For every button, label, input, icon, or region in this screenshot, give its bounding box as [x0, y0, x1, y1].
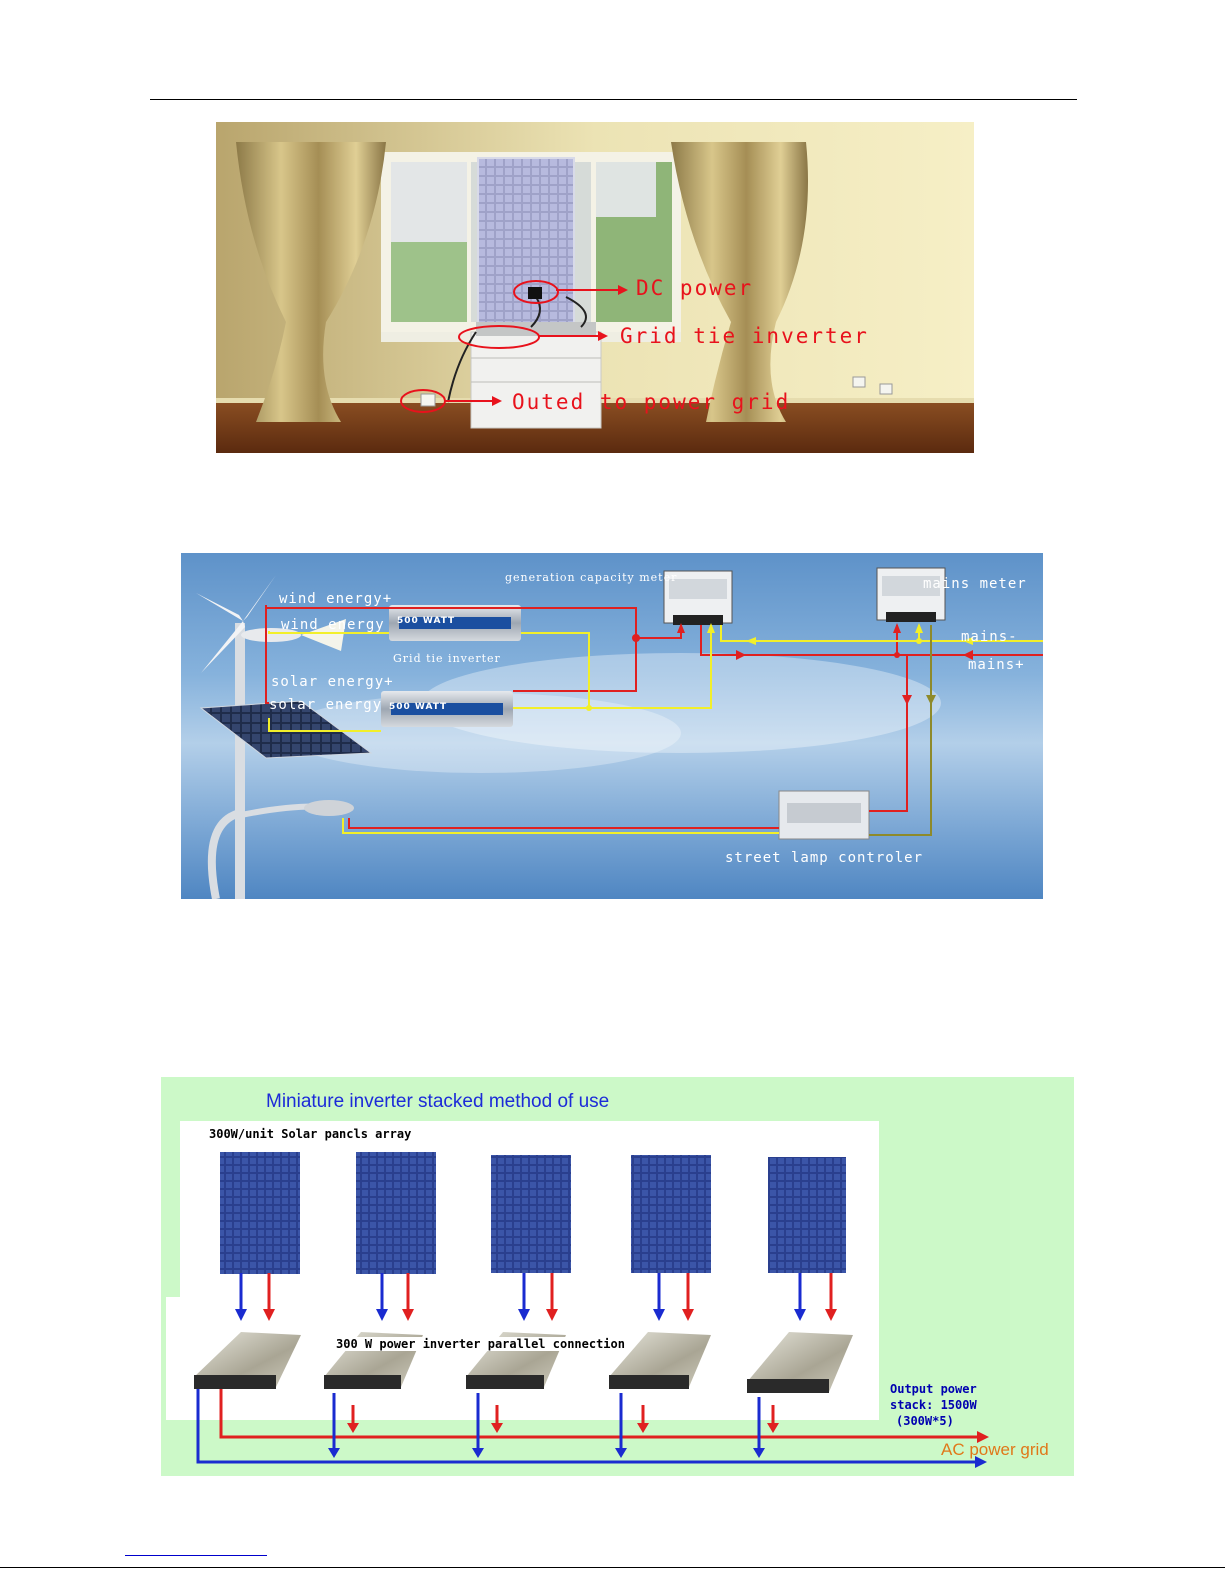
label-wind-energy-plus: wind energy+ — [279, 591, 393, 607]
footer-rule — [0, 1567, 1225, 1568]
wind-solar-street-lamp-diagram: 500 WATT 500 WATT generation capacity me… — [181, 553, 1043, 899]
label-mains-minus: mains- — [961, 629, 1018, 645]
label-dc-power: DC power — [636, 276, 754, 300]
label-grid-tie-inverter: Grid tie inverter — [620, 324, 869, 348]
wiring-diagram — [196, 567, 1043, 899]
label-solar-panels-array: 300W/unit Solar pancls array — [209, 1127, 412, 1141]
label-mains-plus: mains+ — [968, 657, 1025, 673]
label-output-stack: stack: 1500W — [890, 1398, 977, 1412]
label-parallel-connection: 300 W power inverter parallel connection — [333, 1337, 628, 1351]
label-solar-energy: solar energy — [269, 697, 383, 713]
label-wind-energy: wind energy — [281, 617, 385, 633]
figure3-title: Miniature inverter stacked method of use — [266, 1091, 610, 1112]
inverter-badge-top: 500 WATT — [397, 616, 456, 626]
label-output-formula: (300W*5) — [896, 1414, 954, 1428]
room-illustration — [216, 122, 974, 453]
label-outed-to-power-grid: Outed to power grid — [512, 390, 791, 414]
header-rule — [150, 99, 1077, 100]
label-ac-power-grid: AC power grid — [941, 1440, 1049, 1459]
label-grid-tie-inverter-2: Grid tie inverter — [393, 652, 501, 665]
stacked-inverter-diagram: Miniature inverter stacked method of use… — [161, 1077, 1074, 1476]
inverter-badge-bottom: 500 WATT — [389, 702, 448, 712]
label-generation-capacity-meter: generation capacity meter — [505, 571, 678, 584]
room-installation-photo: DC power Grid tie inverter Outed to powe… — [216, 122, 974, 453]
label-street-lamp-controller: street lamp controler — [725, 850, 924, 866]
solar-panels — [220, 1152, 846, 1274]
stacked-inverter-illustration — [166, 1121, 989, 1468]
label-solar-energy-plus: solar energy+ — [271, 674, 394, 690]
label-mains-meter: mains meter — [923, 576, 1027, 592]
footer-link-underline[interactable] — [125, 1555, 267, 1556]
label-output-power: Output power — [890, 1382, 977, 1396]
